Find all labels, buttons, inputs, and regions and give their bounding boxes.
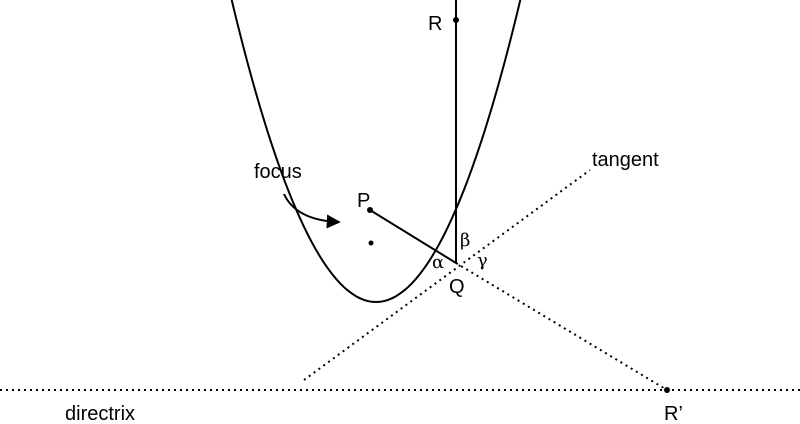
point-r-dot — [453, 17, 459, 23]
label-beta: β — [460, 230, 470, 251]
point-p-dot — [367, 207, 373, 213]
label-tangent: tangent — [592, 149, 659, 171]
line-q-to-r-prime — [455, 262, 668, 391]
focus-point — [368, 240, 374, 246]
label-q: Q — [449, 276, 465, 298]
focus-pointer-arrow — [283, 193, 341, 229]
label-alpha: α — [432, 252, 444, 273]
label-r-prime: R’ — [664, 403, 683, 424]
label-p: P — [357, 190, 370, 212]
label-r: R — [428, 13, 442, 35]
label-gamma: γ — [477, 250, 488, 271]
label-focus: focus — [254, 161, 302, 183]
segment-p-to-q — [369, 209, 457, 264]
label-directrix: directrix — [65, 403, 135, 424]
parabola-curve — [230, 0, 522, 304]
tangent-line — [303, 169, 591, 381]
